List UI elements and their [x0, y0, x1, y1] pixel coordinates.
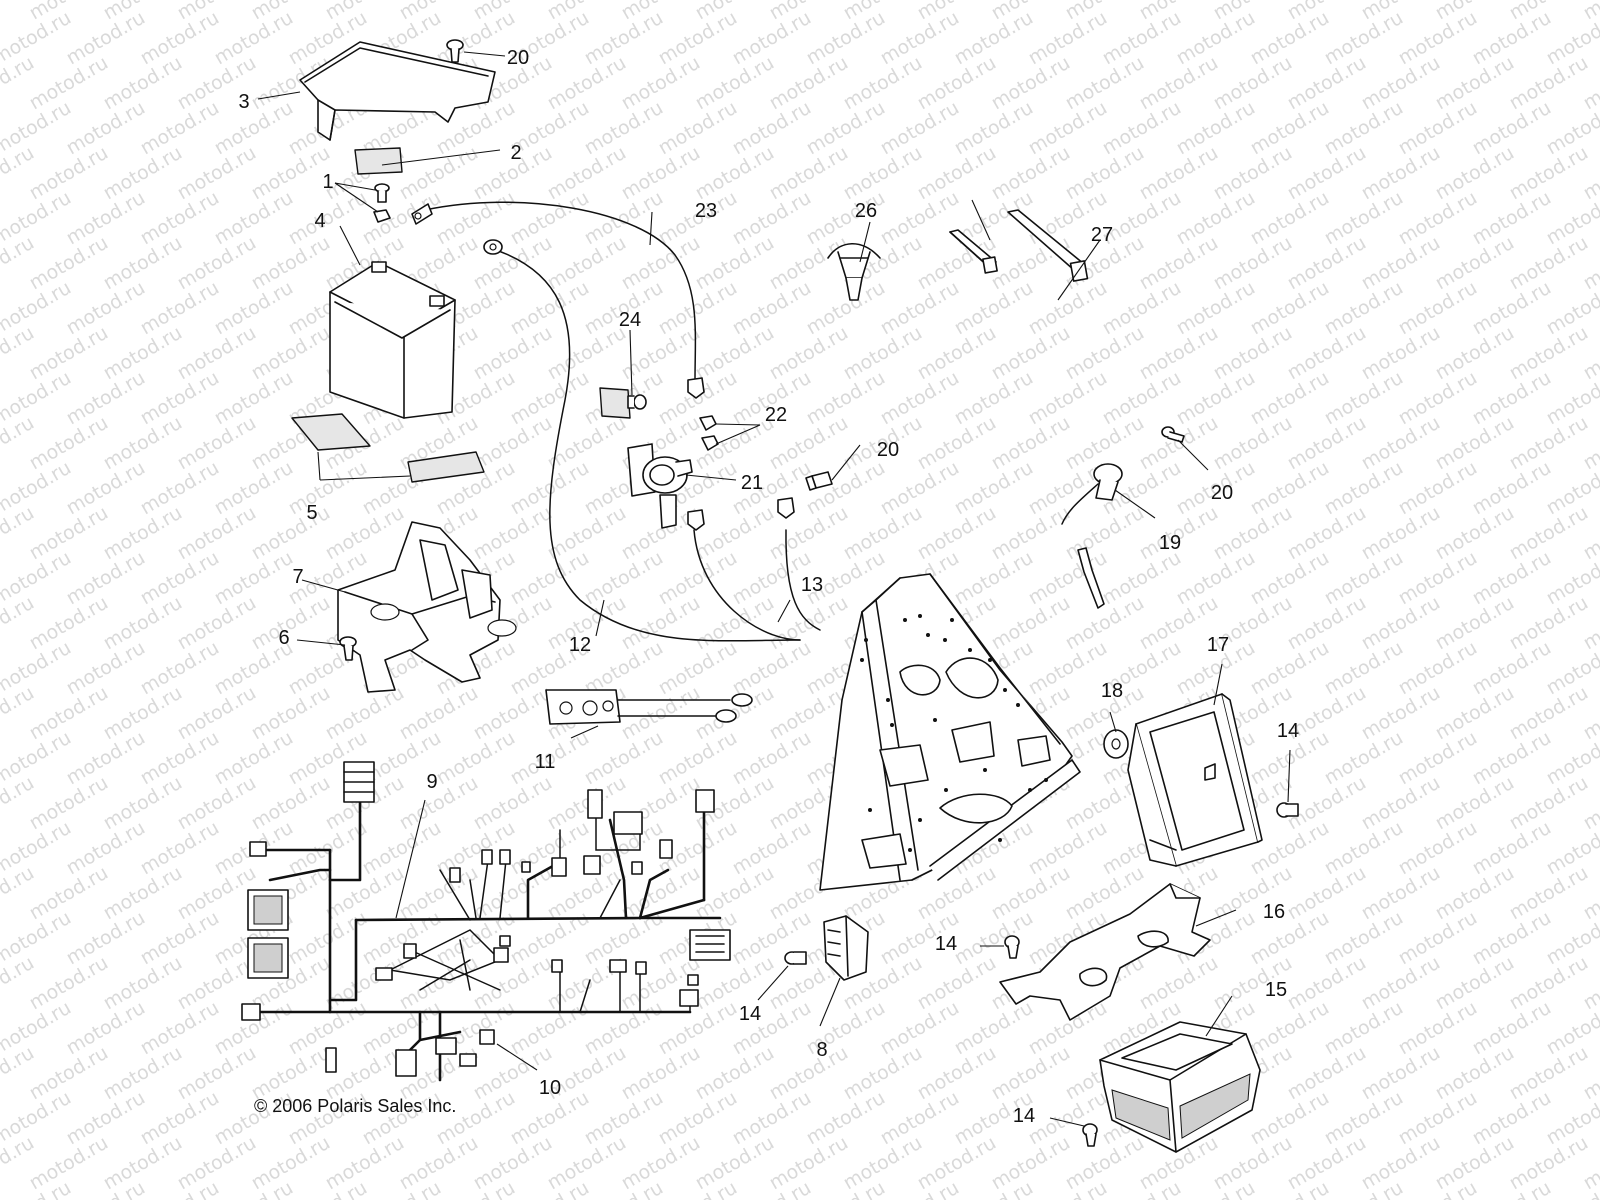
battery-cables	[411, 201, 821, 642]
ground-strap	[545, 689, 753, 725]
grommet	[1103, 729, 1129, 759]
bolt-mid	[805, 471, 833, 491]
controller-box	[1099, 1021, 1261, 1153]
callout-10: 10	[539, 1077, 561, 1099]
callout-6: 6	[278, 627, 289, 649]
electrical-mounting-plate	[819, 573, 1081, 891]
callout-26: 27	[1091, 224, 1113, 246]
callout-24: 24	[619, 309, 641, 331]
relay-nuts	[699, 415, 719, 451]
callout-8: 8	[816, 1039, 827, 1061]
plate-holes	[860, 614, 1048, 852]
callout-18: 18	[1101, 680, 1123, 702]
callout-14-ecu: 14	[1277, 720, 1299, 742]
callout-2: 2	[510, 142, 521, 164]
callout-4: 4	[314, 210, 325, 232]
callout-9: 9	[426, 771, 437, 793]
relay-screw	[599, 387, 647, 419]
callout-14-fuse: 14	[739, 1003, 761, 1025]
callout-12: 12	[569, 634, 591, 656]
fuse-block	[823, 915, 869, 981]
ecu-bolt	[1276, 802, 1299, 818]
battery	[329, 261, 456, 419]
callout-23: 23	[695, 200, 717, 222]
battery-tray	[337, 521, 517, 693]
ecu-module	[1127, 693, 1263, 867]
callout-16: 16	[1263, 901, 1285, 923]
callout-5: 5	[306, 502, 317, 524]
wire-clip	[827, 243, 881, 301]
box-bolt	[1082, 1123, 1098, 1147]
callout-19: 19	[1159, 532, 1181, 554]
callout-20-mid: 20	[877, 439, 899, 461]
bracket-bolt	[1004, 935, 1020, 959]
push-rivet-top	[446, 39, 464, 63]
terminal-bolt-nut	[373, 183, 391, 223]
callout-3: 3	[238, 91, 249, 113]
callout-15: 15	[1265, 979, 1287, 1001]
callout-1: 1	[322, 171, 333, 193]
callout-labels: 20 3 2 1 4 23 26 27 24 22 20 21 20 5 19 …	[238, 47, 1299, 1127]
callout-14-bracket: 14	[935, 933, 957, 955]
callout-14-box: 14	[1013, 1105, 1035, 1127]
callout-13: 13	[801, 574, 823, 596]
leader-lines	[257, 51, 1291, 1127]
callout-25: 26	[855, 200, 877, 222]
callout-7: 7	[292, 566, 303, 588]
ecu-bracket	[999, 883, 1211, 1021]
battery-pads	[291, 413, 485, 483]
battery-pad	[354, 147, 403, 175]
callout-17: 17	[1207, 634, 1229, 656]
callout-22: 22	[765, 404, 787, 426]
copyright-notice: © 2006 Polaris Sales Inc.	[254, 1096, 456, 1116]
cable-tie-short	[949, 229, 998, 274]
callout-21: 21	[741, 472, 763, 494]
sensor-connector	[1061, 463, 1123, 609]
wiring-harness	[241, 761, 731, 1082]
starter-solenoid	[627, 443, 693, 529]
callout-20-right: 20	[1211, 482, 1233, 504]
fuse-bolt	[784, 951, 807, 965]
callout-20-top: 20	[507, 47, 529, 69]
battery-cover	[299, 41, 496, 141]
callout-11: 11	[535, 751, 556, 773]
bolt-right	[1161, 426, 1185, 443]
